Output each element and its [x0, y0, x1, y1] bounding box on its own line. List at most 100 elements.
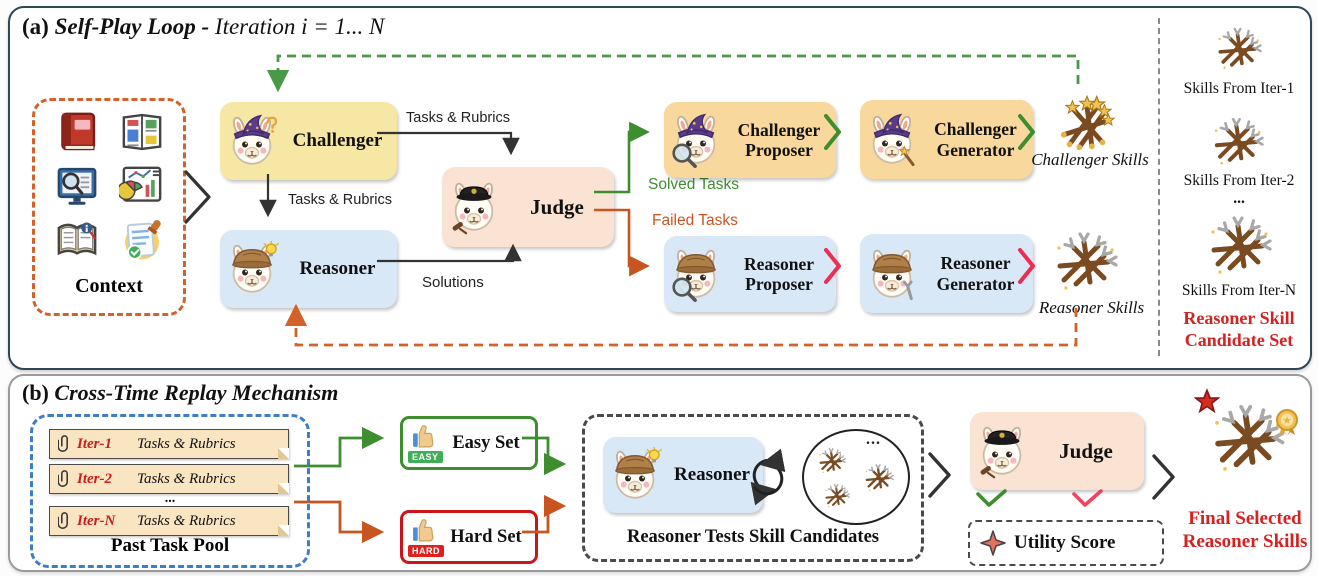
- reasoner-generator-llama-icon: [864, 246, 920, 302]
- challenger-label: Challenger: [292, 130, 383, 151]
- challenger-proposer-label: Challenger Proposer: [737, 119, 821, 160]
- solved-tasks-label: Solved Tasks: [648, 176, 740, 193]
- easy-set-box: EASY Easy Set: [400, 416, 538, 470]
- utility-star-icon: [980, 530, 1006, 556]
- mini-tools-icon: [864, 463, 895, 493]
- challenger-wizard-llama-icon: [224, 113, 280, 169]
- challenger-proposer-llama-icon: [668, 112, 724, 168]
- panel-a-title-prefix: (a): [22, 14, 49, 39]
- test-box-caption: Reasoner Tests Skill Candidates: [626, 527, 880, 547]
- search-monitor-icon: [56, 167, 97, 207]
- replay-judge-box: Judge: [970, 412, 1144, 490]
- utility-score-label: Utility Score: [1014, 532, 1116, 553]
- reasoner-proposer-box: Reasoner Proposer: [664, 236, 836, 312]
- pool-row-iterN: Iter-N Tasks & Rubrics: [49, 506, 289, 536]
- skills-iter2-label: Skills From Iter-2: [1183, 172, 1295, 189]
- note-fold: [278, 448, 289, 459]
- skill-test-box: Reasoner ... Reasoner Tests Skill Candid…: [582, 414, 924, 562]
- pool-ellipsis: ...: [164, 491, 176, 506]
- open-book-icon: [57, 221, 96, 255]
- panel-a-title: (a) Self-Play Loop - Iteration i = 1... …: [22, 14, 384, 40]
- challenger-generator-llama-icon: [864, 112, 920, 168]
- note-fold: [278, 525, 289, 536]
- skill-candidates-ellipse: ...: [802, 429, 910, 525]
- final-label-1: Final Selected: [1188, 508, 1302, 529]
- reasoner-box: Reasoner: [220, 230, 397, 308]
- easy-set-label: Easy Set: [452, 432, 520, 453]
- replay-judge-label: Judge: [1059, 438, 1113, 463]
- reasoner-skills-tools-icon: [1046, 230, 1126, 294]
- utility-score-box: Utility Score: [968, 520, 1164, 566]
- test-reasoner-label: Reasoner: [674, 464, 750, 485]
- solutions-label: Solutions: [422, 274, 484, 291]
- judge-label: Judge: [530, 194, 584, 219]
- thumbs-up-easy-icon: [412, 425, 434, 448]
- thumbs-up-hard-icon: [412, 519, 434, 542]
- pool-row-iterN-text: Tasks & Rubrics: [137, 512, 236, 529]
- candidates-ellipsis: ...: [866, 431, 881, 448]
- panel-a-title-suffix: Iteration i = 1... N: [214, 14, 385, 39]
- panel-b-title-main: Cross-Time Replay Mechanism: [54, 380, 339, 405]
- reasoner-proposer-label: Reasoner Proposer: [744, 253, 814, 294]
- paperclip-icon: [58, 435, 68, 452]
- judge-llama-icon: [446, 179, 502, 235]
- panel-self-play-loop: (a) Self-Play Loop - Iteration i = 1... …: [8, 6, 1312, 370]
- newspaper-icon: [122, 113, 161, 151]
- reasoner-proposer-llama-icon: [668, 246, 724, 302]
- context-box: Context: [32, 98, 186, 316]
- panel-b-title-prefix: (b): [22, 380, 49, 405]
- skills-iter1-label: Skills From Iter-1: [1183, 80, 1295, 97]
- candidate-set-title-1: Reasoner Skill: [1183, 308, 1295, 328]
- reasoner-generator-box: Reasoner Generator: [860, 234, 1033, 313]
- candidate-column-divider: [1158, 18, 1160, 356]
- judge-box: Judge: [442, 167, 614, 247]
- panel-a-title-main: Self-Play Loop -: [54, 14, 210, 39]
- skills-iter1-icon: [1216, 27, 1263, 71]
- tasks-rubrics-right-label: Tasks & Rubrics: [406, 110, 510, 126]
- reasoner-skills-label: Reasoner Skills: [1038, 298, 1145, 317]
- pool-row-iterN-tag: Iter-N: [77, 512, 116, 529]
- skills-iter2-icon: [1204, 116, 1272, 168]
- note-fold: [278, 483, 289, 494]
- pool-row-iter1-text: Tasks & Rubrics: [137, 435, 236, 452]
- easy-badge: EASY: [408, 451, 443, 463]
- pool-row-iter1: Iter-1 Tasks & Rubrics: [49, 429, 289, 459]
- pool-row-iter2-text: Tasks & Rubrics: [137, 470, 236, 487]
- pool-row-iter2: Iter-2 Tasks & Rubrics: [49, 464, 289, 494]
- challenger-generator-label: Challenger Generator: [934, 119, 1017, 160]
- panel-cross-time-replay: (b) Cross-Time Replay Mechanism Iter-1 T…: [8, 374, 1312, 572]
- pool-row-iter1-tag: Iter-1: [77, 435, 112, 452]
- skills-iterN-icon: [1198, 214, 1282, 278]
- past-task-pool-label: Past Task Pool: [110, 535, 230, 556]
- reasoner-generator-label: Reasoner Generator: [936, 253, 1015, 294]
- challenger-generator-box: Challenger Generator: [860, 100, 1033, 179]
- pool-row-iter2-tag: Iter-2: [77, 470, 112, 487]
- stamped-document-icon: [123, 217, 164, 261]
- reasoner-label: Reasoner: [299, 258, 376, 279]
- hard-badge: HARD: [408, 545, 444, 557]
- hard-set-box: HARD Hard Set: [400, 510, 538, 564]
- tasks-rubrics-down-label: Tasks & Rubrics: [288, 192, 392, 208]
- gold-medal-icon: [1272, 408, 1302, 438]
- candidate-set-title-2: Candidate Set: [1184, 330, 1294, 350]
- challenger-skills-label: Challenger Skills: [1031, 150, 1149, 169]
- panel-b-title: (b) Cross-Time Replay Mechanism: [22, 380, 338, 406]
- test-reasoner-box: Reasoner: [603, 437, 763, 513]
- candidate-ellipsis: ...: [1233, 190, 1245, 207]
- skills-iterN-label: Skills From Iter-N: [1181, 282, 1297, 299]
- challenger-proposer-box: Challenger Proposer: [664, 102, 836, 178]
- chart-icon: [118, 166, 161, 202]
- paperclip-icon: [58, 512, 68, 529]
- paperclip-icon: [58, 470, 68, 487]
- test-reasoner-llama-icon: [607, 447, 663, 503]
- final-label-2: Reasoner Skills: [1182, 531, 1308, 552]
- hard-set-label: Hard Set: [450, 526, 522, 547]
- book-icon: [60, 112, 95, 151]
- challenger-skills-wands-icon: [1048, 94, 1126, 156]
- failed-tasks-label: Failed Tasks: [652, 212, 738, 229]
- context-label: Context: [75, 275, 143, 297]
- mini-tools-icon: [818, 447, 847, 475]
- past-task-pool-box: Iter-1 Tasks & Rubrics Iter-2 Tasks & Ru…: [30, 414, 310, 568]
- challenger-box: Challenger: [220, 102, 397, 180]
